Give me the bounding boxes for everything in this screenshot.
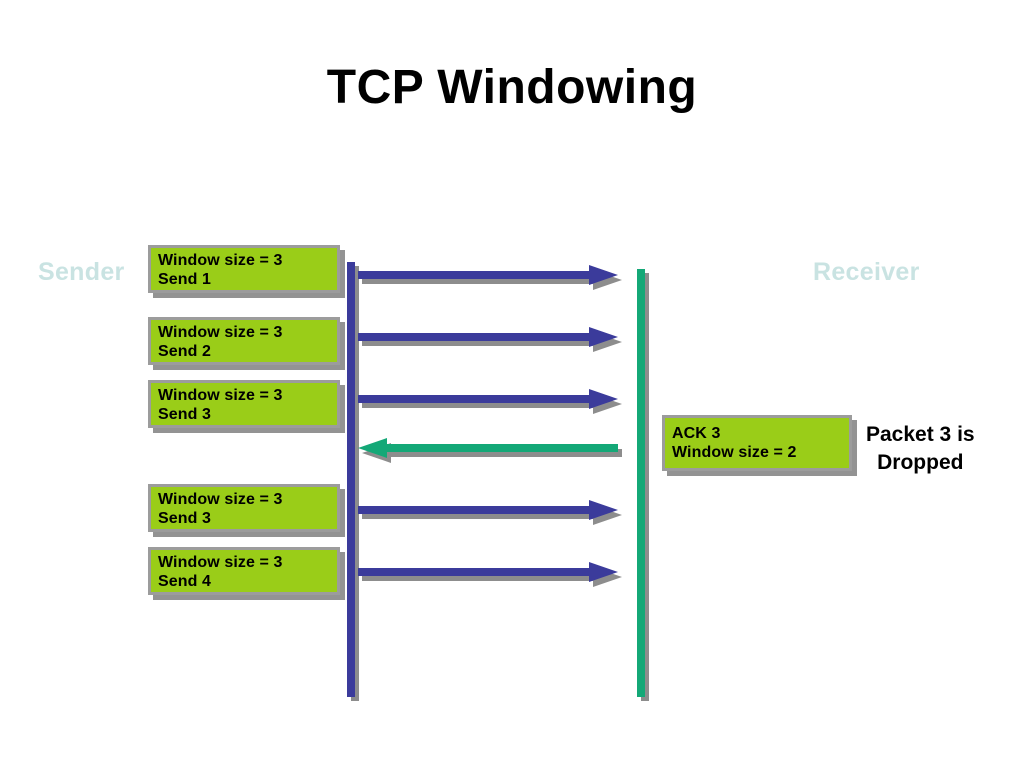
message-line-1: Window size = 3 <box>158 324 283 341</box>
box-face: Window size = 3 Send 2 <box>148 317 340 365</box>
data-arrow-send-1 <box>358 265 626 291</box>
box-face: Window size = 3 Send 4 <box>148 547 340 595</box>
receiver-ack-box[interactable]: ACK 3 Window size = 2 <box>662 415 857 476</box>
sender-timeline-bar <box>347 262 355 697</box>
message-line-2: Send 4 <box>158 573 212 590</box>
receiver-timeline-bar <box>637 269 645 697</box>
box-face: Window size = 3 Send 3 <box>148 380 340 428</box>
message-line-1: Window size = 3 <box>158 387 283 404</box>
box-face: Window size = 3 Send 3 <box>148 484 340 532</box>
message-line-1: Window size = 3 <box>158 554 283 571</box>
dropped-note-line-1: Packet 3 is <box>866 423 975 446</box>
sender-message-box-2[interactable]: Window size = 3 Send 2 <box>148 317 345 370</box>
ack-arrow-3 <box>354 438 626 464</box>
sender-message-box-5[interactable]: Window size = 3 Send 4 <box>148 547 345 600</box>
message-line-2: Send 3 <box>158 510 212 527</box>
box-face: ACK 3 Window size = 2 <box>662 415 852 471</box>
page-title: TCP Windowing <box>326 61 698 114</box>
sender-label: Sender <box>38 258 125 286</box>
message-line-2: Send 2 <box>158 343 212 360</box>
message-line-1: Window size = 3 <box>158 252 283 269</box>
sender-message-box-3[interactable]: Window size = 3 Send 3 <box>148 380 345 433</box>
sender-timeline <box>347 262 359 701</box>
sender-timeline-shadow <box>351 266 359 701</box>
data-arrow-send-2 <box>358 327 626 353</box>
ack-line-1: ACK 3 <box>672 425 721 442</box>
message-line-1: Window size = 3 <box>158 491 283 508</box>
sender-message-box-4[interactable]: Window size = 3 Send 3 <box>148 484 345 537</box>
ack-line-2: Window size = 2 <box>672 444 797 461</box>
sender-message-box-1[interactable]: Window size = 3 Send 1 <box>148 245 345 298</box>
data-arrow-resend-3 <box>358 500 626 526</box>
message-line-2: Send 1 <box>158 271 212 288</box>
message-line-2: Send 3 <box>158 406 212 423</box>
box-face: Window size = 3 Send 1 <box>148 245 340 293</box>
dropped-packet-note: Packet 3 is Dropped <box>866 421 975 477</box>
receiver-timeline <box>637 269 649 701</box>
receiver-label: Receiver <box>813 258 920 286</box>
data-arrow-send-4 <box>358 562 626 588</box>
dropped-note-line-2: Dropped <box>877 451 964 474</box>
receiver-timeline-shadow <box>641 273 649 701</box>
data-arrow-send-3 <box>358 389 626 415</box>
